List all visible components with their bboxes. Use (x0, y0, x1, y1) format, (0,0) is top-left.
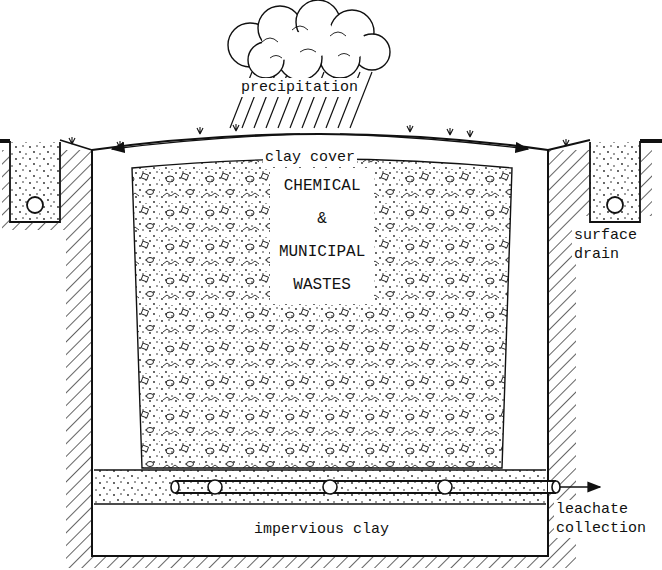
precipitation-label: precipitation (239, 78, 360, 97)
waste-label: CHEMICAL & MUNICIPAL WASTES (270, 168, 374, 304)
leachate-label: leachate collection (554, 500, 658, 538)
cover-label: clay cover (263, 148, 357, 167)
waste-body: CHEMICAL & MUNICIPAL WASTES (270, 168, 374, 304)
clay-label: impervious clay (252, 520, 391, 539)
drain-label: surface drain (572, 226, 658, 264)
